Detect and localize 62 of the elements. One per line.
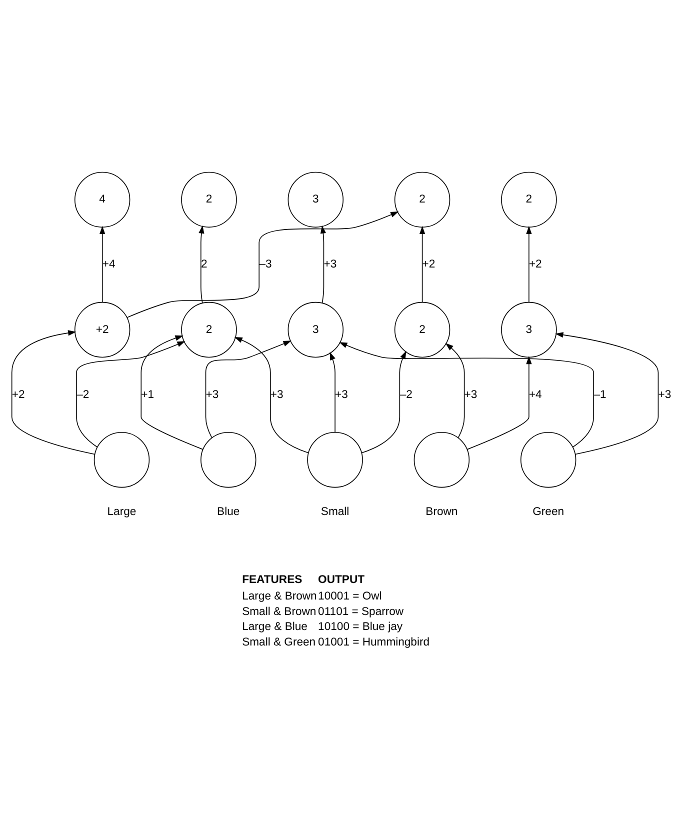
edge-label: +3 bbox=[270, 388, 284, 401]
edge-label: +3 bbox=[206, 388, 219, 401]
node-label: Green bbox=[532, 506, 564, 518]
edge-label: +4 bbox=[528, 388, 542, 401]
label: 10001 = Owl bbox=[318, 590, 382, 602]
node-circle bbox=[94, 432, 150, 488]
label: Small & Green bbox=[242, 636, 316, 648]
node-circle: 2 bbox=[181, 302, 237, 358]
arrow bbox=[555, 332, 659, 455]
arrow bbox=[330, 352, 336, 433]
arrow bbox=[11, 330, 95, 455]
label: Large & Blue bbox=[242, 621, 308, 634]
arrow bbox=[234, 337, 309, 454]
arrow bbox=[126, 212, 399, 318]
arrow bbox=[198, 225, 204, 304]
edge-label: +3 bbox=[658, 388, 672, 401]
label: 01001 = Hummingbird bbox=[318, 636, 430, 648]
node-circle: 2 bbox=[394, 302, 450, 358]
node-circle: 3 bbox=[501, 302, 557, 358]
node-circle: +2 bbox=[74, 302, 130, 358]
arrow bbox=[140, 335, 204, 450]
edge-label: –3 bbox=[259, 258, 272, 271]
label: Large & Brown bbox=[242, 590, 317, 602]
node-circle bbox=[520, 432, 576, 488]
node-circle: 3 bbox=[288, 172, 344, 228]
edge-label: 2 bbox=[201, 258, 208, 271]
arrow bbox=[76, 341, 186, 448]
label: Small & Brown bbox=[242, 606, 316, 618]
node-circle: 2 bbox=[181, 172, 237, 228]
node-circle bbox=[307, 432, 363, 488]
node-label: Small bbox=[320, 506, 350, 518]
label: FEATURES bbox=[242, 574, 302, 586]
edge-label: +2 bbox=[422, 258, 436, 271]
edge-label: +3 bbox=[335, 388, 348, 401]
node-circle: 3 bbox=[288, 302, 344, 358]
edge-label: +1 bbox=[141, 388, 154, 401]
edge-label: +2 bbox=[528, 258, 542, 271]
node-label: Large bbox=[107, 506, 136, 518]
node-circle bbox=[414, 432, 470, 488]
edge-label: +3 bbox=[324, 258, 337, 271]
node-circle: 2 bbox=[394, 172, 450, 228]
arrow bbox=[419, 226, 426, 303]
label: 01101 = Sparrow bbox=[318, 606, 404, 618]
arrow bbox=[339, 342, 594, 448]
node-label: Brown bbox=[426, 506, 458, 518]
edge-label: +2 bbox=[12, 388, 25, 401]
arrow bbox=[445, 343, 465, 438]
arrow bbox=[361, 350, 406, 454]
label: OUTPUT bbox=[318, 574, 365, 586]
edge-label: +4 bbox=[102, 258, 116, 271]
arrow bbox=[526, 226, 532, 303]
node-circle: 4 bbox=[74, 172, 130, 228]
node-label: Blue bbox=[217, 506, 240, 518]
label: 10100 = Blue jay bbox=[318, 621, 403, 634]
arrow bbox=[320, 225, 326, 304]
arrow bbox=[466, 356, 532, 450]
edge-label: –2 bbox=[400, 388, 412, 401]
arrow bbox=[100, 226, 106, 303]
node-circle bbox=[200, 432, 256, 488]
arrow bbox=[205, 340, 292, 438]
node-circle: 2 bbox=[501, 172, 557, 228]
edge-label: +3 bbox=[464, 388, 478, 401]
